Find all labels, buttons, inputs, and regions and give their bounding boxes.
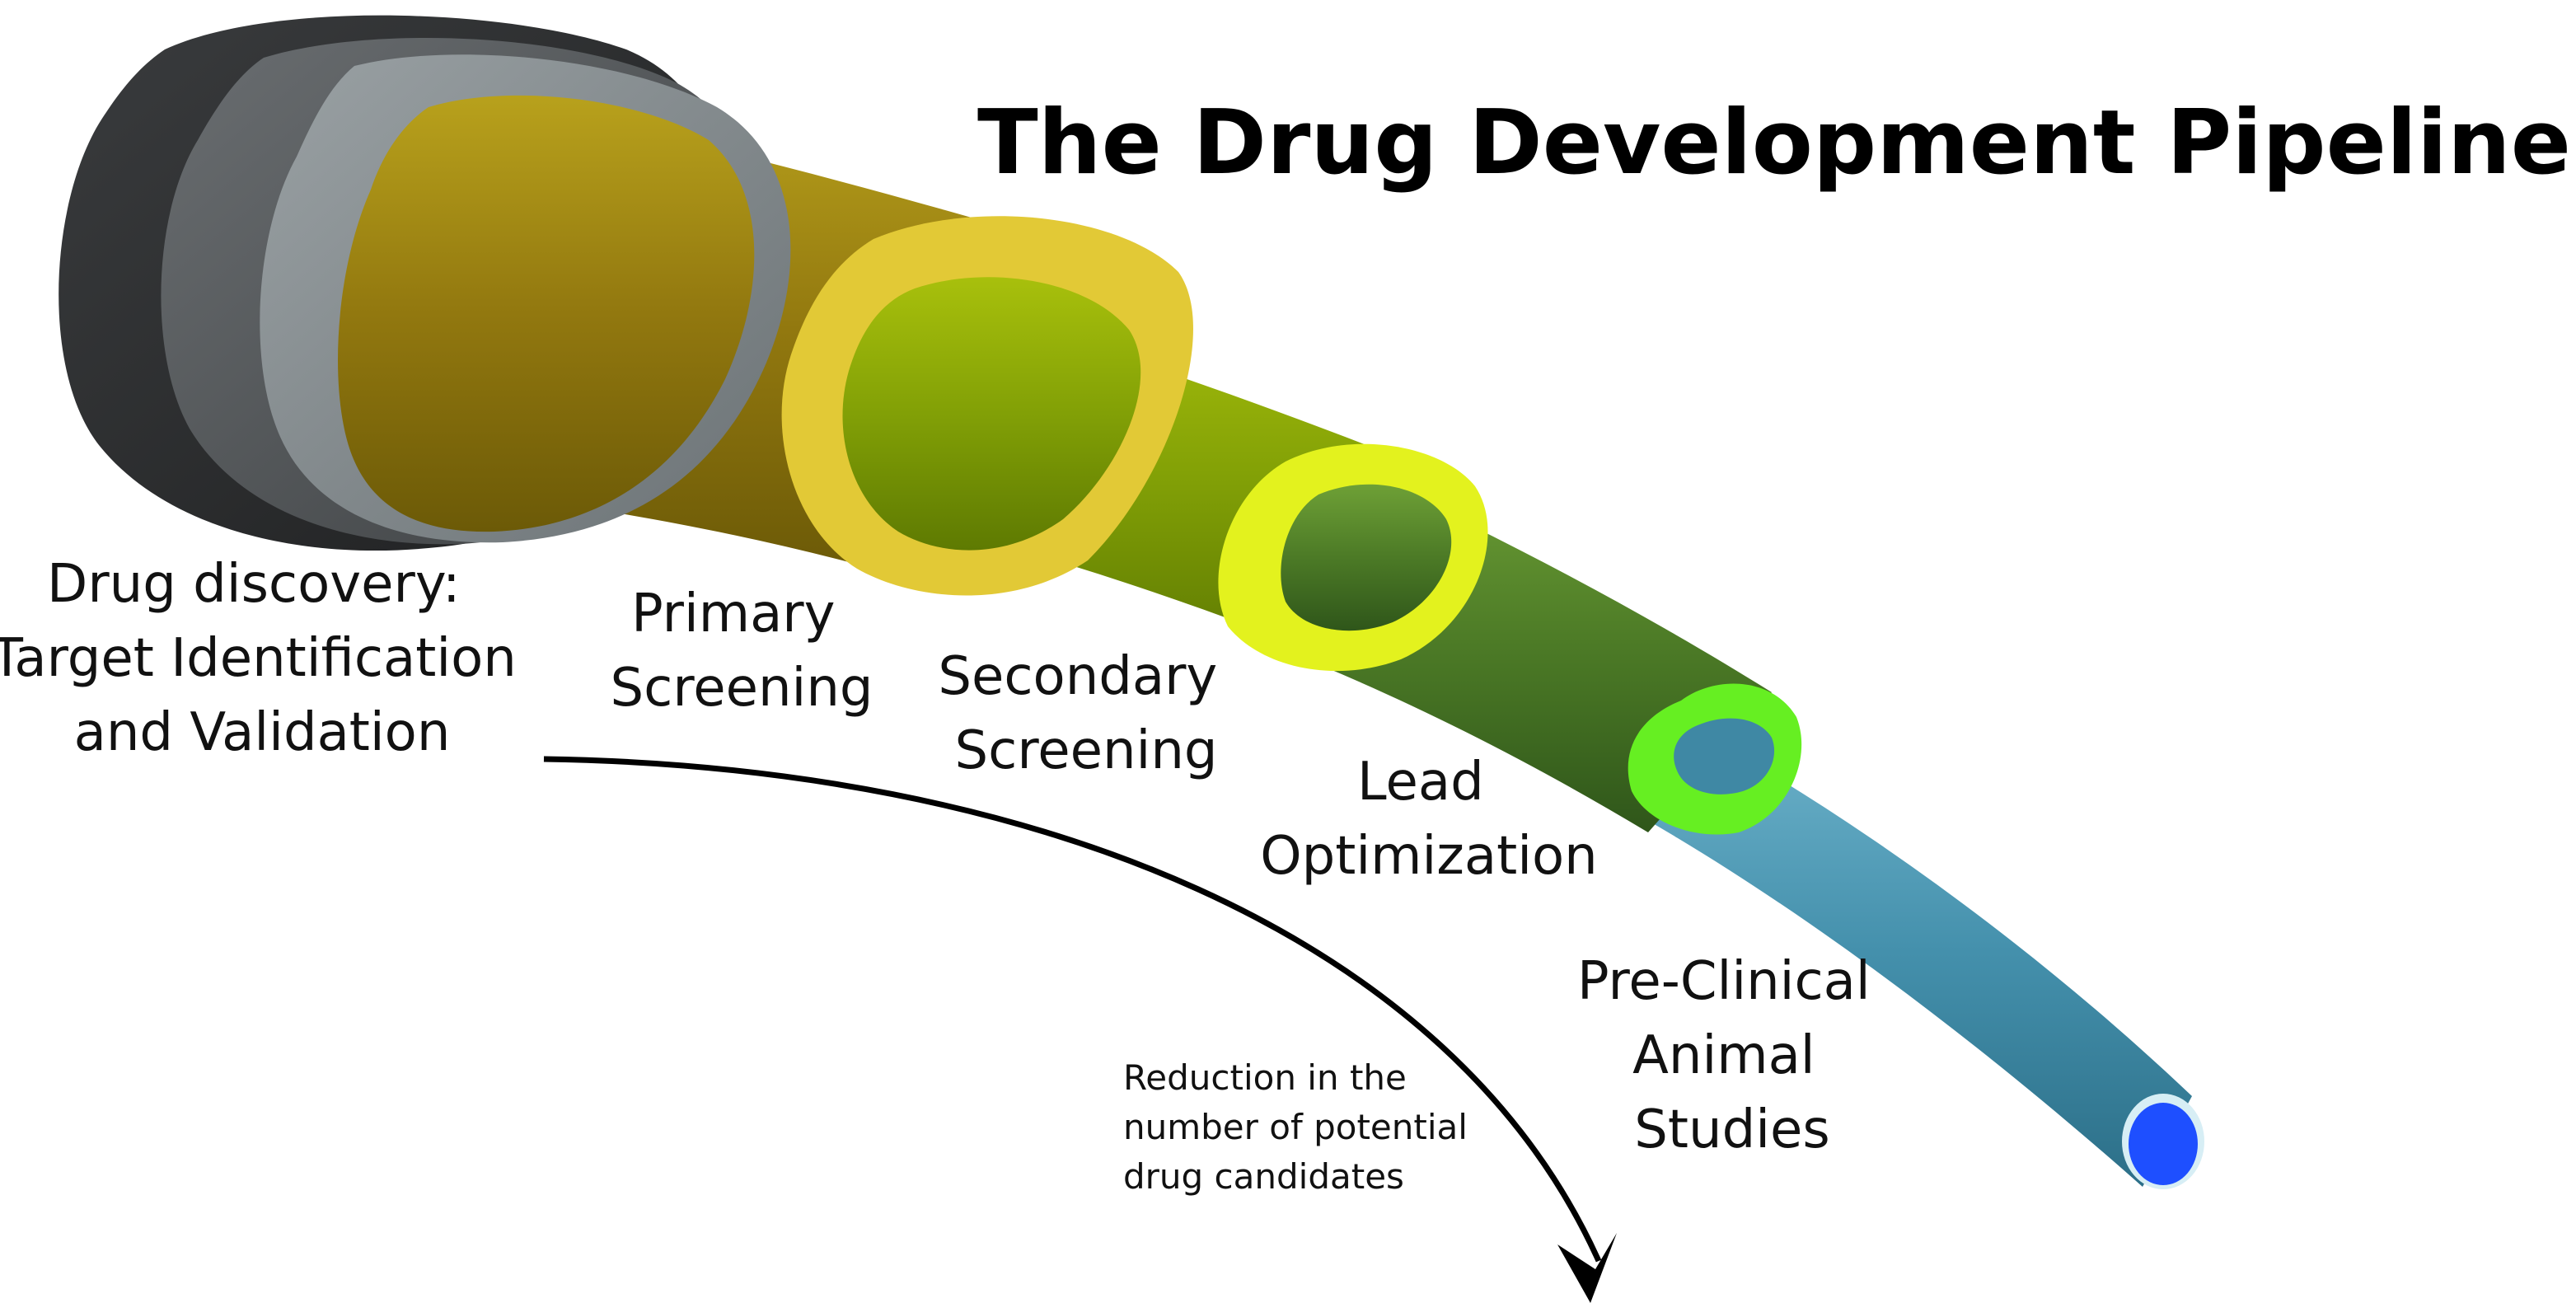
stage-label-primary-screening: Primary Screening [611,584,873,719]
preclinical-core [2129,1103,2198,1185]
stage-label-preclinical: Pre-Clinical Animal Studies [1577,951,1887,1160]
reduction-note: Reduction in the number of potential dru… [1123,1057,1478,1197]
drug-discovery-discs [59,16,790,551]
arrow-head [1557,1233,1617,1303]
stage-label-secondary-screening: Secondary Screening [938,646,1234,781]
diagram-title: The Drug Development Pipeline [977,91,2571,195]
stage-label-drug-discovery: Drug discovery: Target Identification an… [0,554,533,763]
